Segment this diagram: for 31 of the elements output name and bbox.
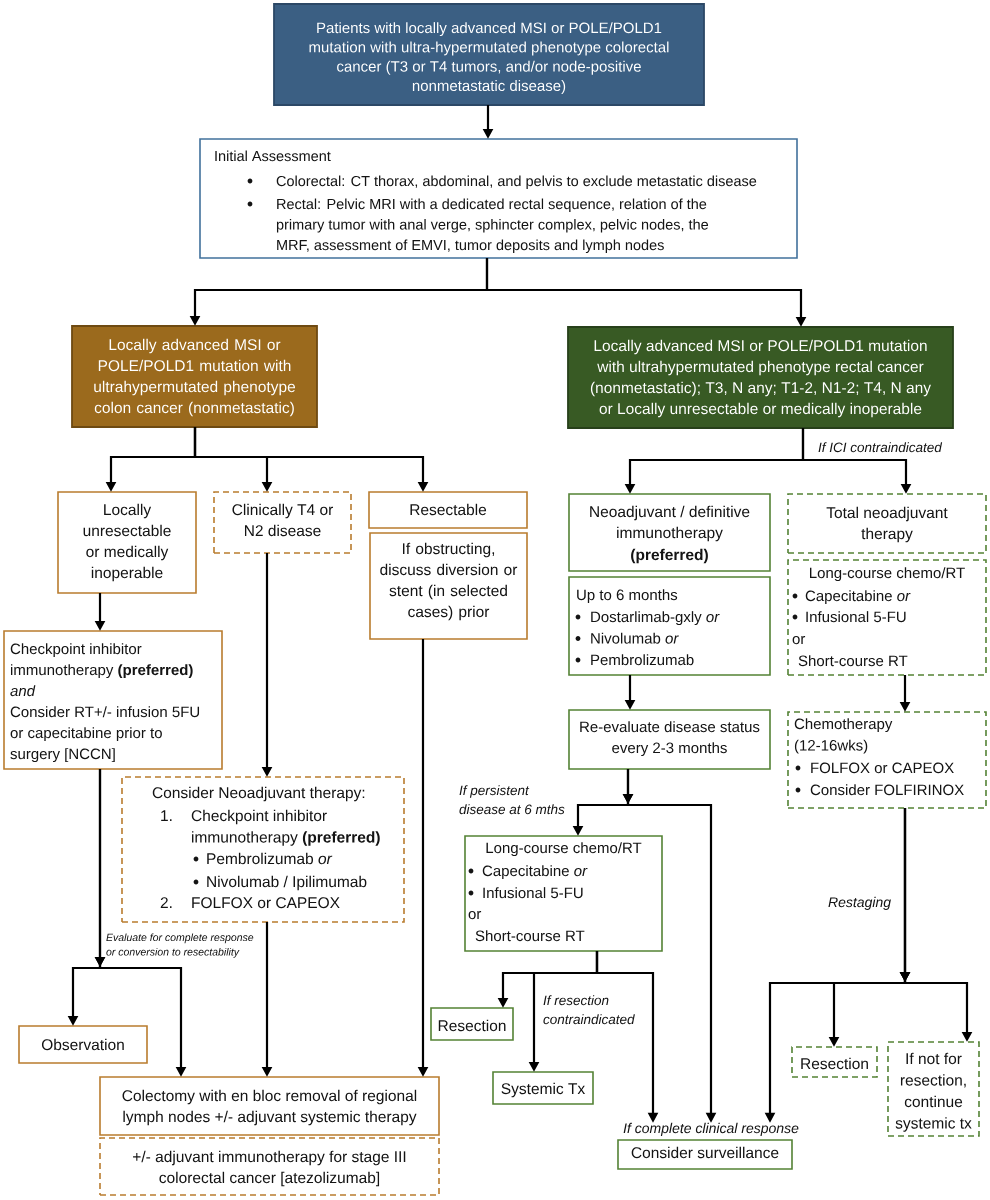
dashed-process-box: Long-course chemo/RT Capecitabine or Infusional 5-FU or Short-course RT: [787, 559, 987, 676]
process-box: Long-course chemo/RT Capecitabine or Infusional 5-FU or Short-course RT: [464, 835, 663, 952]
process-box: Resection: [430, 1007, 514, 1041]
edge-label: If resection contraindicated: [543, 995, 635, 1025]
assessment-box: Initial Assessment Colorectal: CT thorax, abdominal, and pelvis to exclude metastatic disease Rectal: Pelvic MRI with a dedicated rectal sequence, relation of the primary tumor with anal verge, sphincter complex, pelvic nodes, the MRF, assessment of EMVI, tumor deposits and lymph nodes: [199, 138, 798, 259]
dashed-process-box: If not for resection, continue systemic tx: [887, 1041, 980, 1137]
header-box: Locally advanced MSI or POLE/POLD1 mutation with ultrahypermutated phenotype rectal cancer (nonmetastatic); T3, N any; T1-2, N1-2; T4, N any or Locally unresectable or medically inoperable: [567, 326, 954, 429]
process-box: Systemic Tx: [492, 1071, 594, 1105]
process-box: Observation: [18, 1025, 148, 1064]
dashed-process-box: +/- adjuvant immunotherapy for stage III colorectal cancer [atezolizumab]: [99, 1137, 440, 1196]
edge-label: Evaluate for complete response or conversion to resectability: [106, 933, 254, 958]
process-box: Up to 6 months Dostarlimab-gxly or Nivolumab or Pembrolizumab: [568, 576, 771, 676]
condition-label: If complete clinical response: [623, 1122, 799, 1136]
process-box: Checkpoint inhibitor immunotherapy (preferred) and Consider RT+/- infusion 5FU or capecitabine prior to surgery [NCCN]: [3, 630, 223, 770]
header-box: Locally advanced MSI or POLE/POLD1 mutation with ultrahypermutated phenotype colon cancer (nonmetastatic): [71, 325, 318, 428]
process-box: Locally unresectable or medically inoperable: [57, 491, 197, 594]
process-box: If obstructing, discuss diversion or stent (in selected cases) prior: [369, 532, 528, 640]
process-box: Neoadjuvant / definitive immunotherapy (preferred): [568, 493, 771, 572]
process-box: Resectable: [368, 491, 528, 529]
dashed-process-box: Total neoadjuvant therapy: [787, 493, 987, 554]
process-box: Colectomy with en bloc removal of regional lymph nodes +/- adjuvant systemic therapy: [99, 1076, 440, 1136]
dashed-process-box: Clinically T4 or N2 disease: [213, 491, 352, 554]
dashed-process-box: Consider Neoadjuvant therapy: 1. Checkpoint inhibitor immunotherapy (preferred) Pembrolizumab or Nivolumab / Ipilimumab 2. FOLFOX or CAPEOX: [121, 776, 405, 923]
header-box: Patients with locally advanced MSI or POLE/POLD1 mutation with ultra-hypermutated phenotype colorectal cancer (T3 or T4 tumors, and/or node-positive nonmetastatic disease): [273, 3, 705, 106]
edge-label: If ICI contraindicated: [818, 442, 943, 453]
dashed-process-box: Chemotherapy (12-16wks) FOLFOX or CAPEOX Consider FOLFIRINOX: [787, 711, 987, 809]
process-box: Re-evaluate disease status every 2-3 months: [568, 709, 771, 770]
dashed-process-box: Resection: [791, 1046, 878, 1078]
process-box: Consider surveillance: [617, 1139, 793, 1170]
edge-label: Restaging: [828, 896, 891, 910]
edge-label: If persistent disease at 6 mths: [459, 785, 565, 815]
